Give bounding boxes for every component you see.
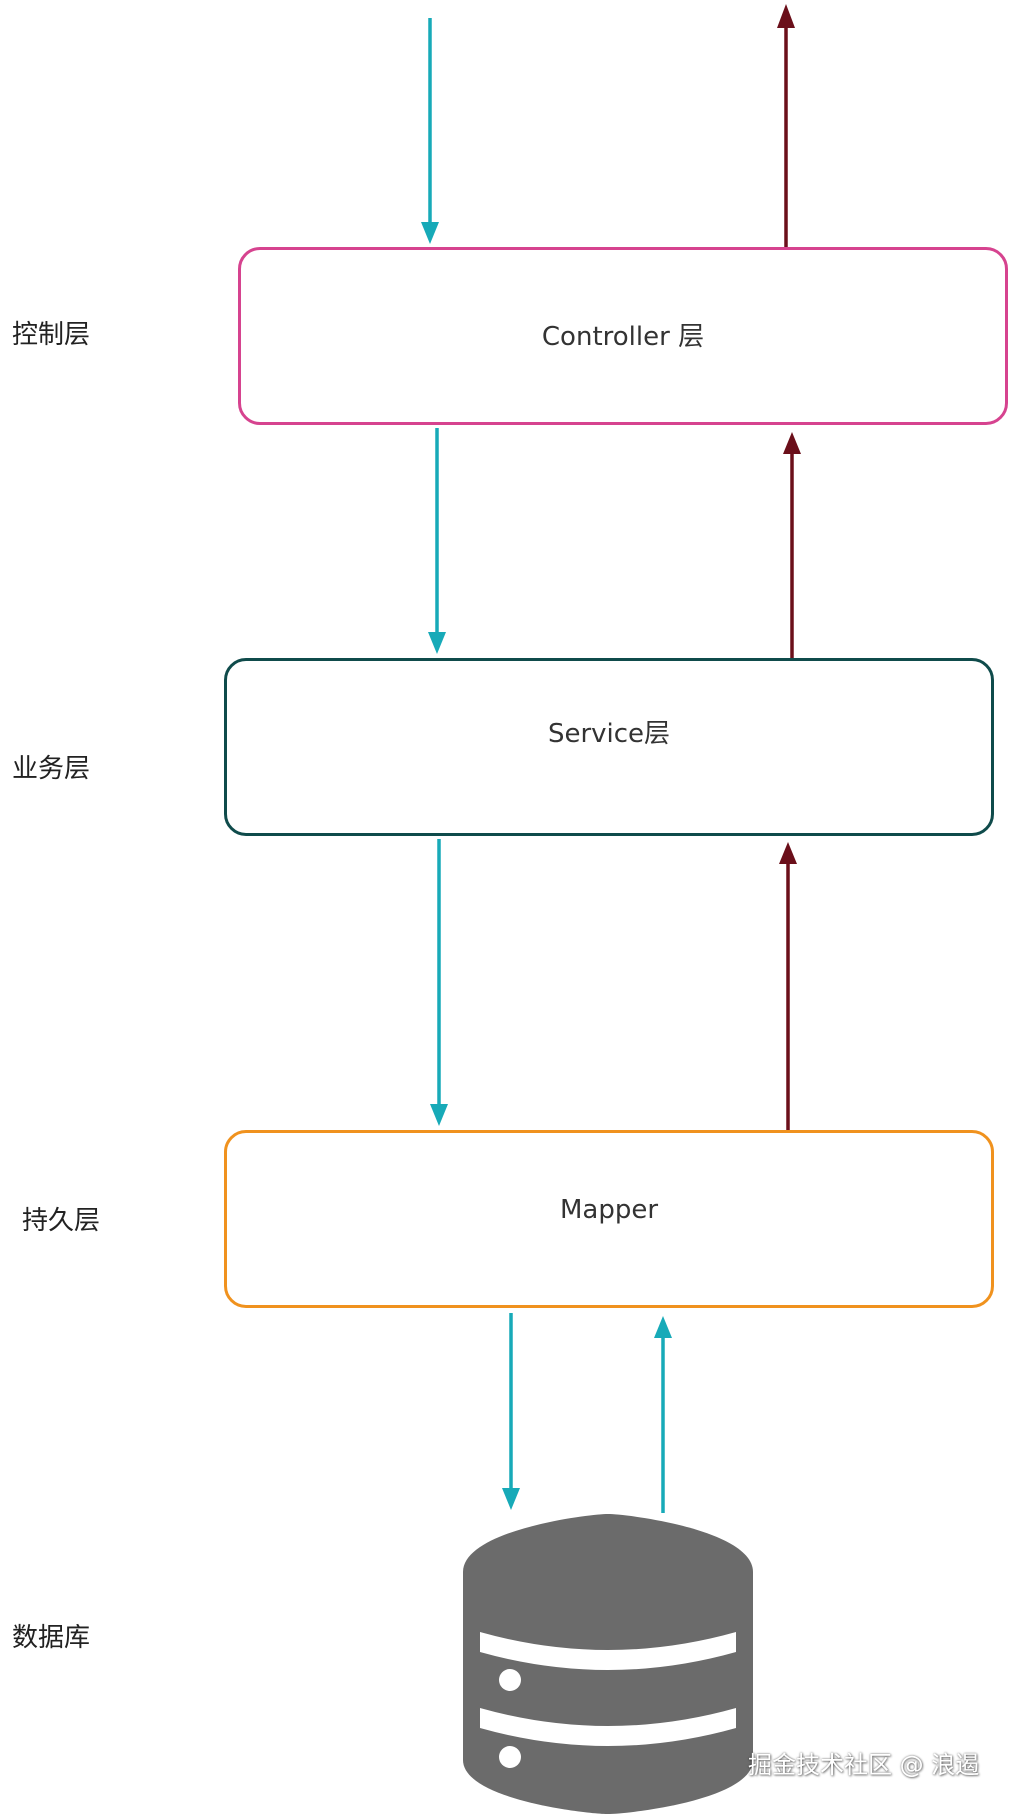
database-icon [463,1514,753,1814]
request-arrow-into-controller [421,18,439,244]
controller-layer-label: Controller 层 [541,322,705,352]
mapper-layer-label: Mapper [559,1195,659,1225]
request-arrow-service-to-mapper [430,839,448,1126]
watermark: 掘金技术社区 @ 浪遏 [748,1751,980,1779]
database-side-label: 数据库 [12,1623,91,1653]
controller-layer-box: Controller 层 [238,247,1008,425]
mapper-layer-side-label: 持久层 [22,1206,101,1236]
response-arrow-out-of-controller [777,4,795,248]
controller-layer-side-label: 控制层 [12,320,91,350]
service-layer-box: Service层 [224,658,994,836]
service-layer-side-label: 业务层 [12,754,91,784]
response-arrow-database-to-mapper [654,1316,672,1513]
mapper-layer-box: Mapper [224,1130,994,1308]
request-arrow-controller-to-service [428,428,446,654]
request-arrow-mapper-to-database [502,1313,520,1510]
response-arrow-service-to-controller [783,432,801,659]
service-layer-label: Service层 [547,719,671,749]
response-arrow-mapper-to-service [779,842,797,1131]
